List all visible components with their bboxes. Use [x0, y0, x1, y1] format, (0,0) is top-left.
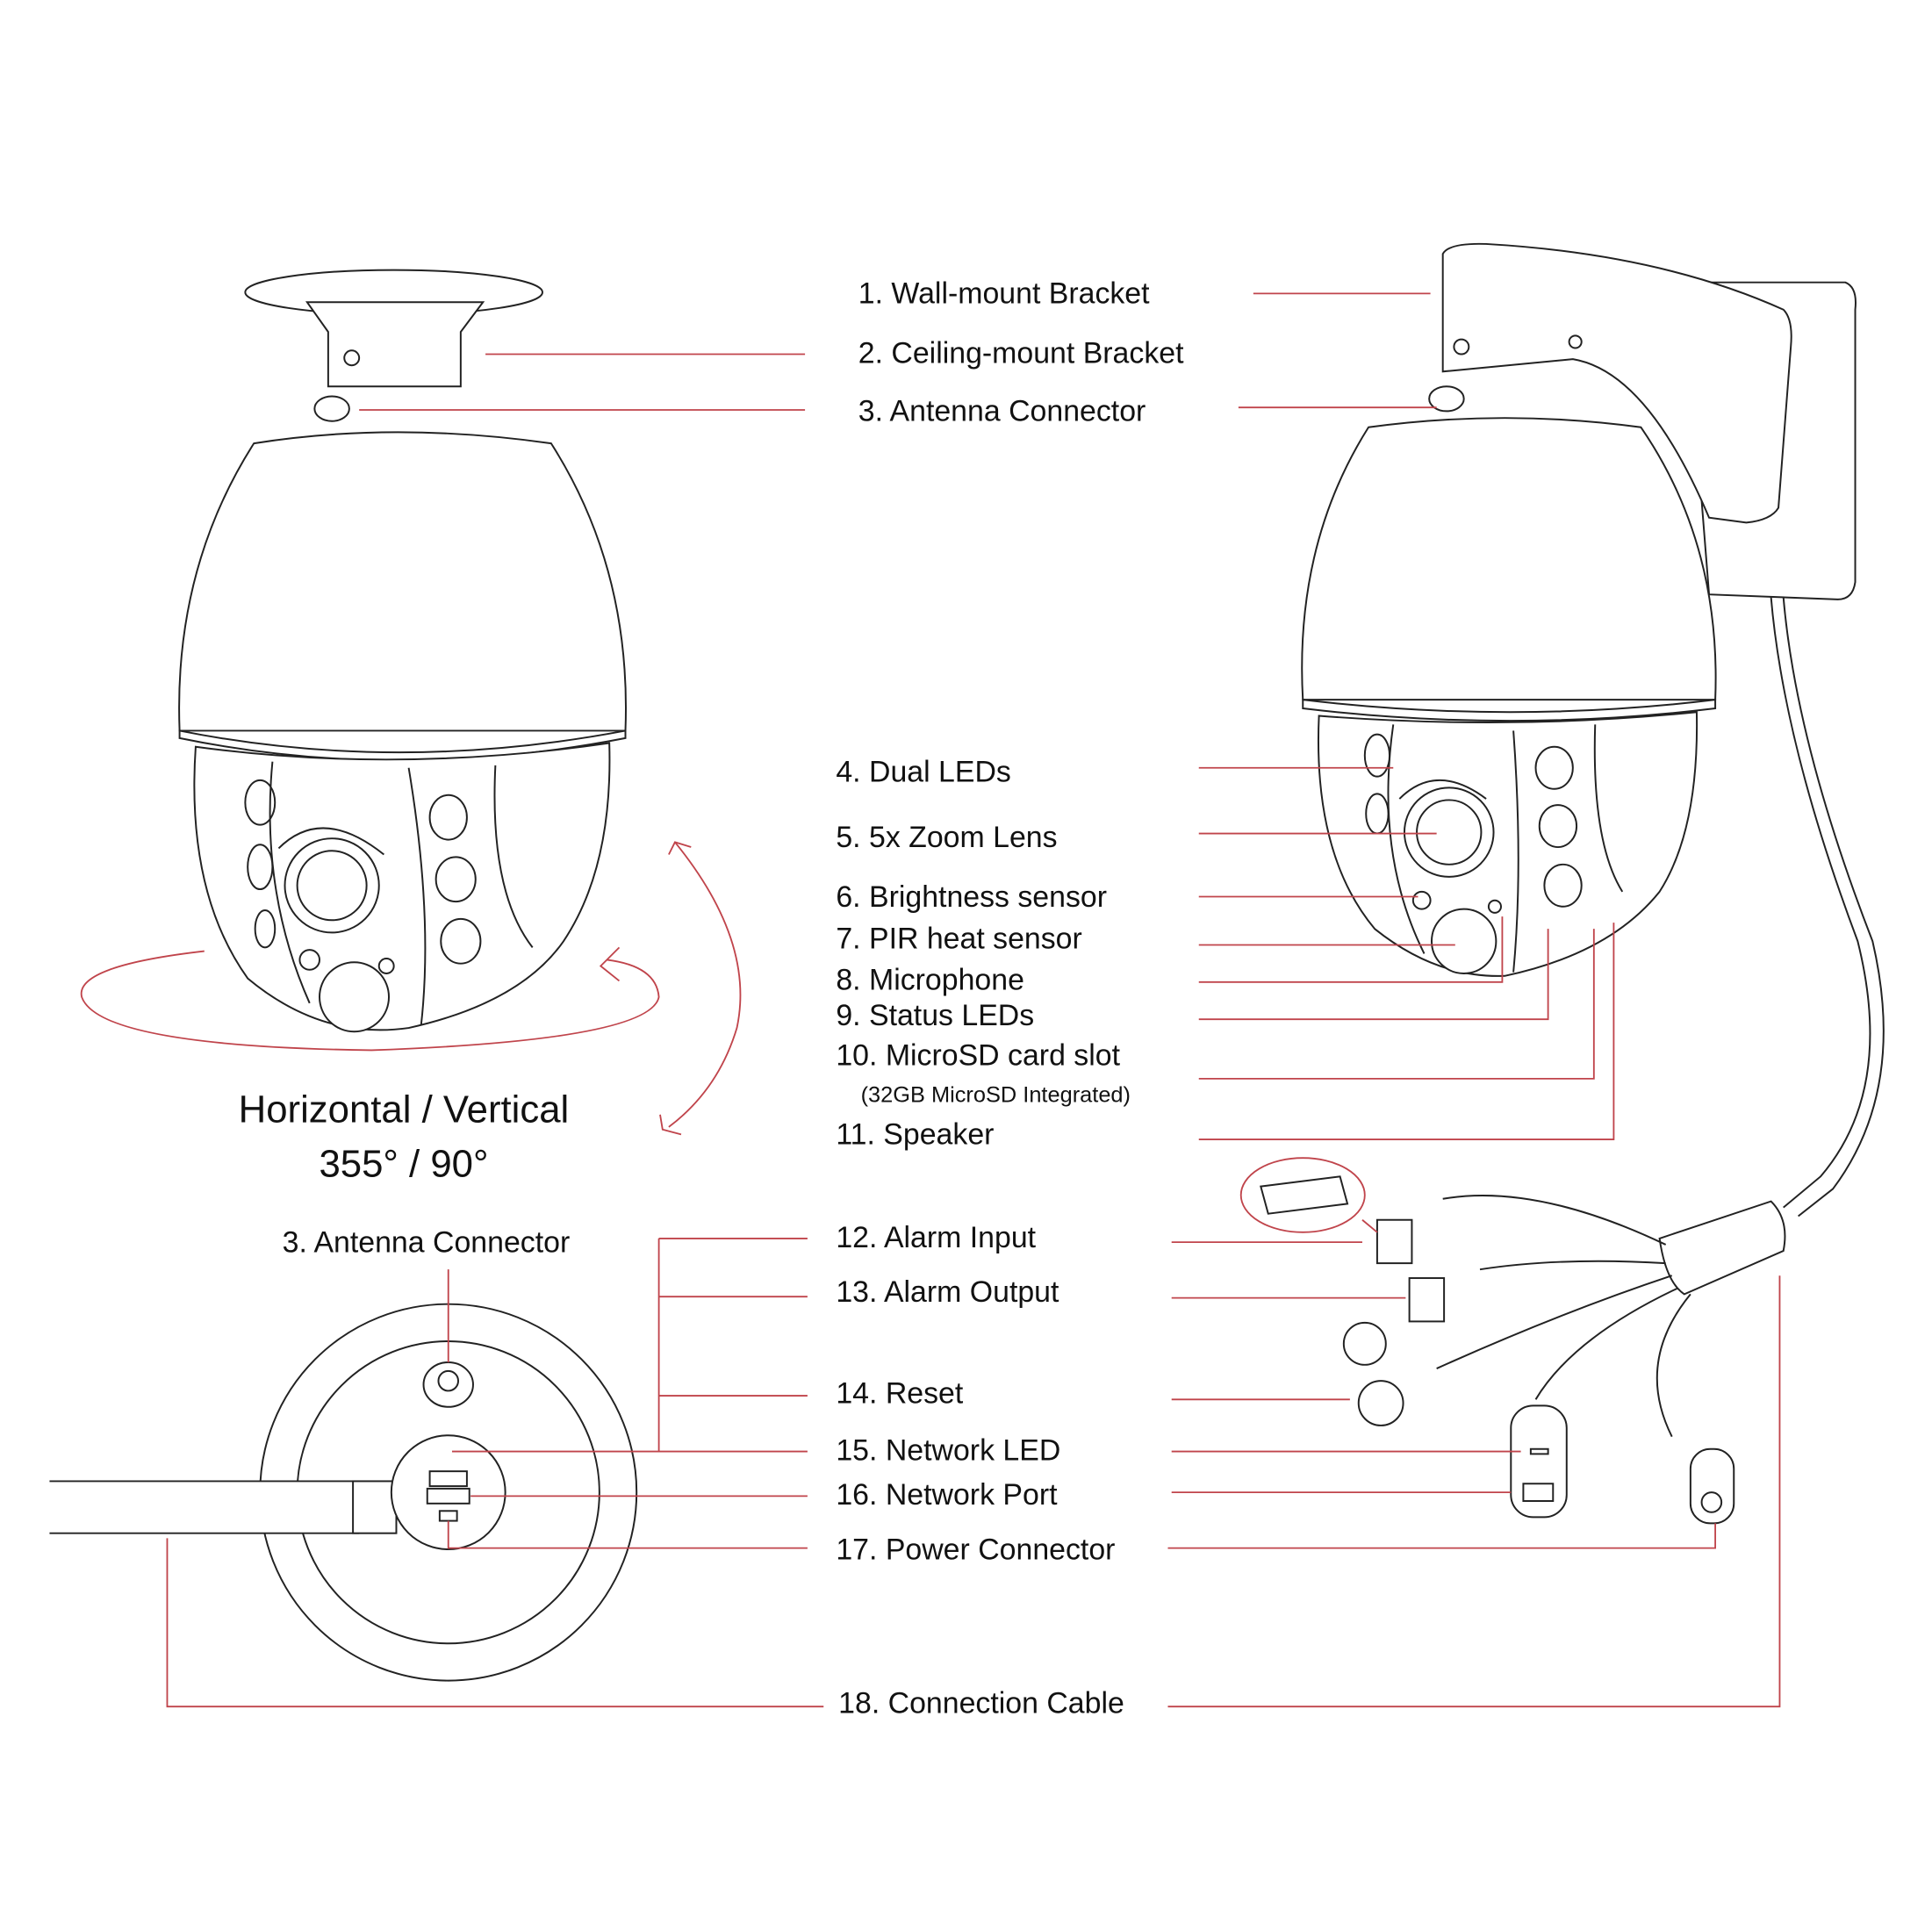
ceiling-camera-drawing — [178, 269, 627, 1033]
label-status-leds: 9. Status LEDs — [836, 999, 1034, 1032]
label-ceiling-mount-bracket: 2. Ceiling-mount Bracket — [858, 336, 1184, 370]
label-antenna-connector-bottom: 3. Antenna Connector — [283, 1225, 571, 1259]
wall-camera-drawing — [1239, 242, 1885, 1525]
rotation-arrows — [80, 841, 742, 1136]
label-reset: 14. Reset — [836, 1377, 964, 1411]
label-antenna-connector: 3. Antenna Connector — [858, 395, 1146, 428]
label-connection-cable: 18. Connection Cable — [838, 1686, 1124, 1720]
bottom-view-drawing — [49, 1303, 638, 1682]
label-microsd-note: (32GB MicroSD Integrated) — [861, 1083, 1131, 1108]
label-dual-leds: 4. Dual LEDs — [836, 755, 1011, 788]
rotation-title: Horizontal / Vertical — [239, 1088, 570, 1131]
label-zoom-lens: 5. 5x Zoom Lens — [836, 821, 1057, 854]
label-power-connector: 17. Power Connector — [836, 1533, 1115, 1566]
label-alarm-input: 12. Alarm Input — [836, 1221, 1036, 1254]
rotation-value: 355° / 90° — [319, 1142, 488, 1185]
label-wall-mount-bracket: 1. Wall-mount Bracket — [858, 277, 1150, 311]
label-network-port: 16. Network Port — [836, 1478, 1058, 1512]
leader-lines — [166, 292, 1781, 1708]
label-pir-sensor: 7. PIR heat sensor — [836, 923, 1081, 956]
label-speaker: 11. Speaker — [836, 1118, 994, 1152]
label-microphone: 8. Microphone — [836, 963, 1024, 996]
label-brightness-sensor: 6. Brightness sensor — [836, 880, 1107, 914]
label-network-led: 15. Network LED — [836, 1433, 1060, 1467]
label-microsd-slot: 10. MicroSD card slot — [836, 1038, 1120, 1072]
label-alarm-output: 13. Alarm Output — [836, 1275, 1059, 1309]
